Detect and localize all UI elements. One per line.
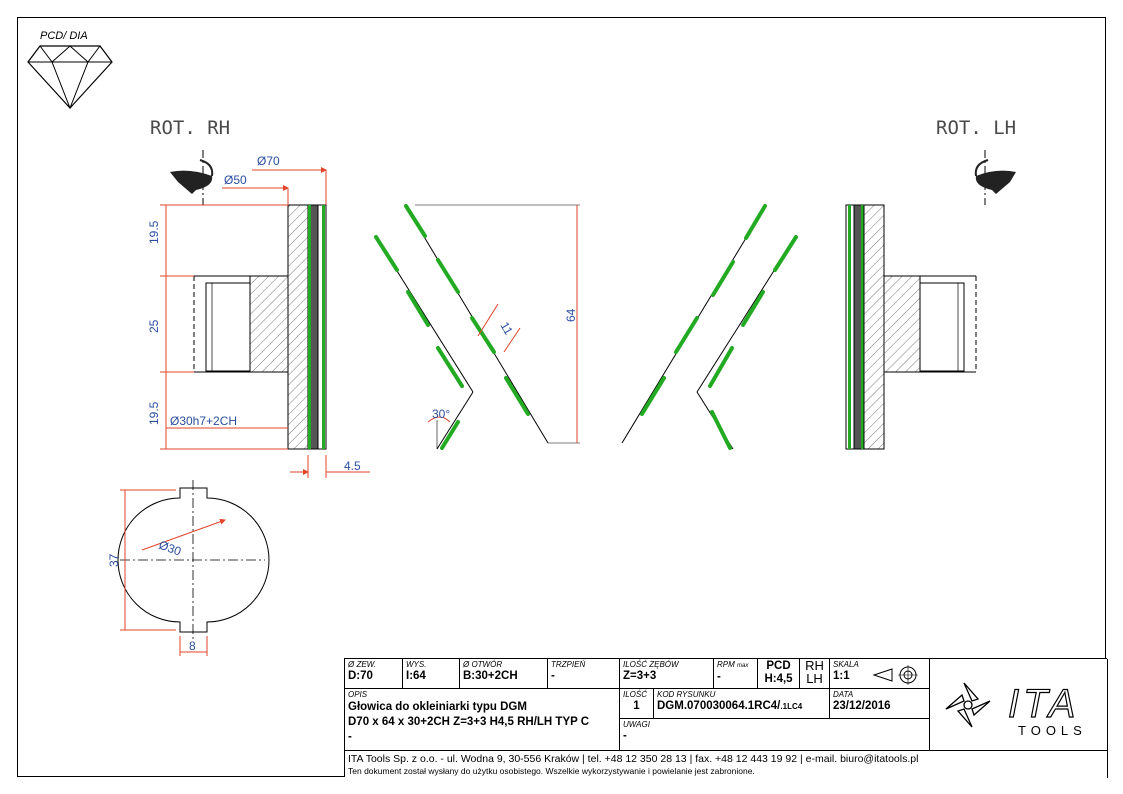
dim-h-top: 19.5 [147,220,161,244]
cell-outer-dia: Ø ZEW. D:70 [345,659,403,689]
cell-description: OPIS Głowica do okleiniarki typu DGM D70… [345,689,620,751]
rotation-rh-icon [170,150,214,205]
cell-scale: SKALA 1:1 [830,659,930,689]
cell-quantity: ILOŚĆ 1 [620,689,654,719]
cell-rotation: RH LH [800,659,830,689]
cell-pcd: PCD H:4,5 [758,659,800,689]
rot-rh-label: ROT. RH [150,117,230,139]
section-view-lh [845,204,977,450]
dim-thick: 4.5 [344,459,361,473]
diamond-icon: PCD/ DIA [27,30,113,110]
dim-key: 8 [189,639,196,653]
cell-teeth: ILOŚĆ ZĘBÓW Z=3+3 [620,659,714,689]
dimensions-rh [160,167,370,478]
logo-text: ITA [1008,682,1079,726]
dim-hub-d: Ø30 [157,538,183,559]
cell-shaft: TRZPIEŃ - [548,659,620,689]
section-view-rh [193,204,327,450]
dim-h-bot: 19.5 [147,401,161,425]
dim-angle: 30° [432,407,450,421]
projection-symbol-icon [872,665,918,685]
dim-tooth: 11 [497,320,516,338]
dim-h-mid: 25 [147,319,161,333]
corner-label: PCD/ DIA [40,30,88,42]
cell-footer: ITA Tools Sp. z o.o. - ul. Wodna 9, 30-5… [345,751,1108,778]
logo-subtext: TOOLS [1018,723,1087,738]
cell-height: WYS. I:64 [403,659,460,689]
dim-hub: 37 [107,553,121,567]
cell-date: DATA 23/12/2016 [830,689,930,719]
rot-lh-label: ROT. LH [936,117,1016,139]
cell-rpm: RPM max - [714,659,758,689]
cell-notes: UWAGI - [620,719,930,751]
insert-layout-lh [621,204,798,450]
bore-keyway-view [117,480,270,656]
rotation-lh-icon [974,150,1016,205]
title-block: Ø ZEW. D:70 WYS. I:64 Ø OTWÓR B:30+2CH T… [344,658,1108,778]
dim-bore: Ø30h7+2CH [170,414,237,428]
insert-layout-rh [374,204,580,450]
ita-tools-logo-icon: ITA TOOLS [945,681,1087,738]
cell-logo: ITA TOOLS [930,659,1108,751]
dim-d50: Ø50 [224,173,247,187]
company-line: ITA Tools Sp. z o.o. - ul. Wodna 9, 30-5… [348,753,919,765]
cell-drawing-code: KOD RYSUNKU DGM.070030064.1RC4/.1LC4 [654,689,830,719]
dim-d70: Ø70 [257,154,280,168]
disclaimer: Ten dokument został wysłany do użytku os… [348,766,755,776]
cell-bore: Ø OTWÓR B:30+2CH [460,659,548,689]
dim-height: 64 [564,308,578,322]
